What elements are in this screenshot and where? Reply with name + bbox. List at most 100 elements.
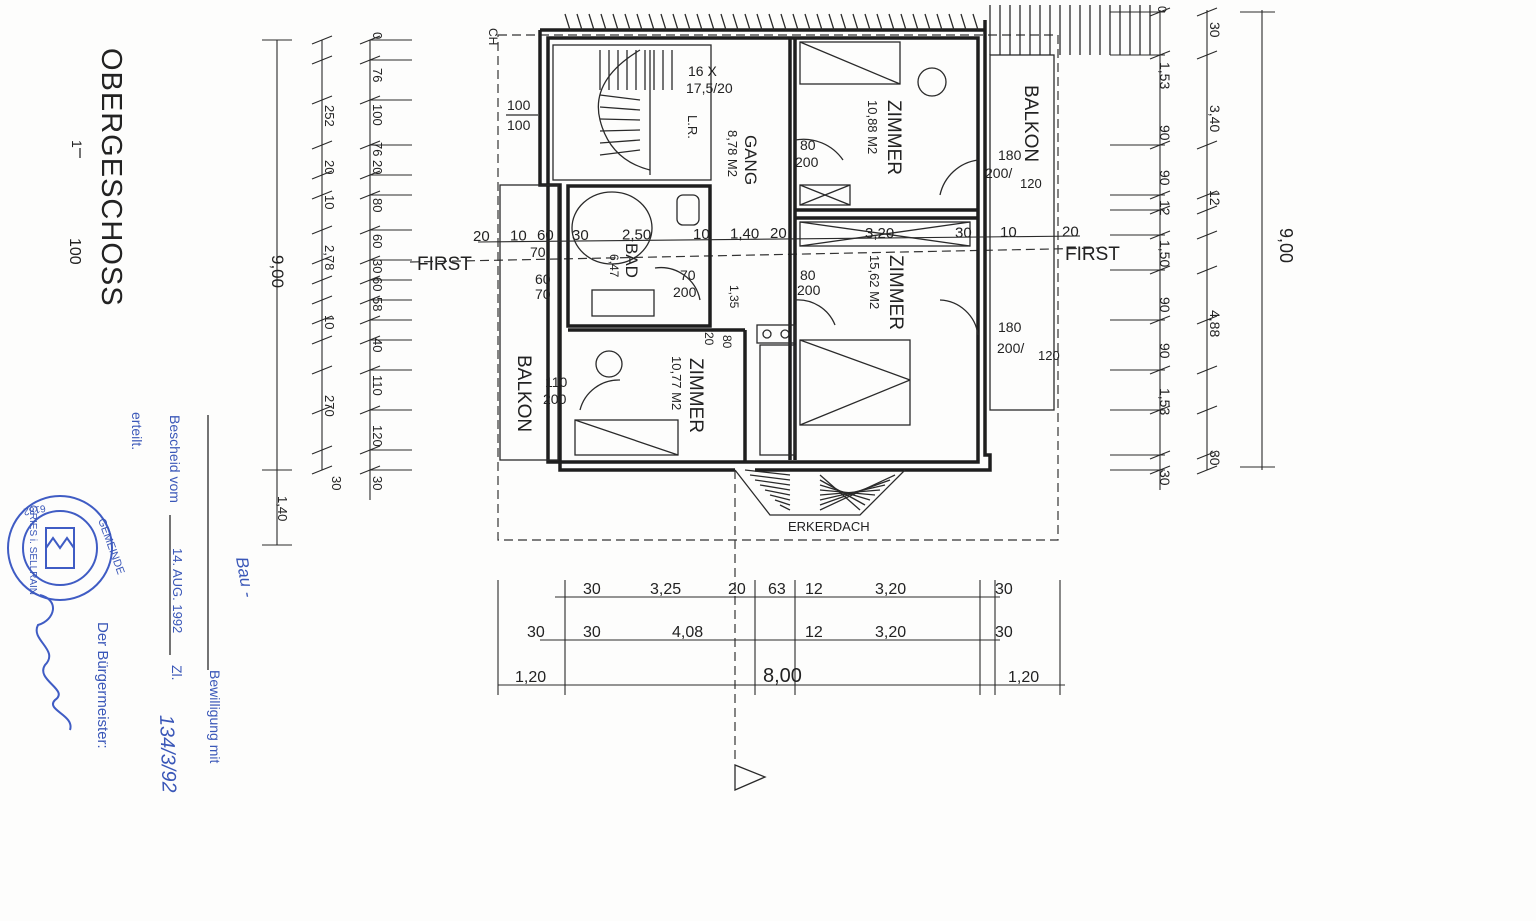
opening-200-b: 200/ [985,165,1012,181]
left-dim-b: 76 [370,68,385,82]
inner-wall [546,36,980,464]
opening-200-e: 200/ [997,340,1024,356]
mid-dim: 10 [693,226,710,243]
right-overall-dim: 9,00 [1276,228,1296,263]
left-overall-dim: 9,00 [268,255,287,288]
bay-roof [734,469,906,516]
opening-180-b: 180 [998,319,1022,335]
bottom-dim-row3: 8,00 [763,665,802,687]
mid-dim: 20 [770,225,787,242]
door-swing-1 [794,138,844,161]
left-dim-a: 10 [322,315,337,329]
wardrobe-1 [799,41,901,85]
opening-70-a: 70 [680,267,696,283]
opening-70-b: 70 [535,286,551,302]
left-dim-a: 20 [322,160,337,174]
toilet-icon [676,194,700,226]
zimmer2-label: ZIMMER [885,255,906,330]
plan-title: OBERGESCHOSS [95,48,127,307]
mid-dim: 30 [955,224,972,241]
opening-180-a: 180 [998,147,1022,163]
opening-200-d: 200 [797,282,821,298]
stamp-top-text: GEMEINDE [95,517,126,576]
left-dim-b: 58 [370,297,385,311]
stove-icon [756,324,796,344]
mid-dim: 30 [572,227,589,244]
opening-80-c: 80 [720,335,734,349]
door-swing-4 [654,266,701,301]
approval-line1-prefix: Bau - [232,555,258,599]
stamp-bottom-text: GRIES i. SELLRAIN [27,505,38,595]
left-dim-b: 60 [370,234,385,248]
bottom-dim-row3: 1,20 [515,669,546,686]
wardrobe-2 [799,339,911,426]
ch-label: CH [486,28,500,45]
bathtub-icon [571,191,653,265]
stair-dims: 17,5/20 [686,80,733,96]
left-dim-a: 270 [322,395,337,417]
bottom-dim-row1: 30 [995,581,1013,598]
first-axis-line [409,247,1101,263]
bad-label: BAD [622,243,641,278]
building-plan: CH [486,5,1151,791]
first-left-label: FIRST [417,254,472,275]
balcony-right [989,54,1055,411]
opening-200-a: 200 [795,154,819,170]
door-swing-5 [794,299,836,326]
approval-line3: erteilt. [129,412,145,450]
approval-number: 134/3/92 [155,714,180,793]
right-dim-a: 90 [1157,297,1173,313]
left-dim-b: 40 [370,338,385,352]
left-dim-b: 60 [370,277,385,291]
bottom-dim-row2: 30 [583,624,601,641]
right-dim-a: 90 [1157,125,1173,141]
right-dim-a: 90 [1157,343,1173,359]
bottom-dim-row2: 3,20 [875,624,906,641]
bottom-dim-row1: 12 [805,581,823,598]
mid-dim: 1,40 [730,226,759,243]
mid-dim: 3,20 [865,225,894,242]
right-dim-a: 30 [1157,470,1173,486]
opening-80-a: 80 [800,137,816,153]
stair-enclosure [552,44,712,181]
bottom-dim-row2: 30 [527,624,545,641]
bottom-dim-row3: 1,20 [1008,669,1039,686]
door-swing-2 [939,159,979,196]
zimmer3-label: ZIMMER [685,358,706,433]
zimmer2-area: 15,62 M2 [867,255,882,309]
right-dim-a: 90 [1157,170,1173,186]
bottom-dim-row2: 12 [805,624,823,641]
opening-120-b: 120 [1038,348,1060,363]
mid-dim: 20 [473,228,490,245]
wardrobe-3 [574,419,679,456]
bath-walls [566,184,712,328]
bottom-dim-row1: 20 [728,581,746,598]
mid-dim: 60 [537,227,554,244]
room-labels: 16 X 17,5/20 L.R. GANG 8,78 M2 ZIMMER 10… [513,63,1041,433]
left-dim-a: 252 [322,105,337,127]
approval-signatory: Der Bürgermeister: [94,622,111,749]
signature [35,594,72,731]
left-dim-b: 100 [370,104,385,126]
mid-dim: 2,50 [622,226,651,243]
approval-block: Bau - Bewilligung mit Bescheid vom 14. A… [7,412,258,793]
mid-dim: 20 [1062,224,1079,241]
right-dim-b: 30 [1207,22,1223,38]
door-swing-3 [939,299,979,336]
left-dim-a-end: 30 [329,476,344,490]
scale-numerator: 1 [69,140,85,148]
opening-100-a: 100 [507,97,531,113]
zimmer1-label: ZIMMER [883,100,904,175]
lr-label: L.R. [685,115,700,139]
roof-hatching [564,5,1151,55]
approval-zl: Zl. [169,665,185,681]
bottom-dim-row1: 63 [768,581,786,598]
left-dim-b: 80 [370,198,385,212]
stair-count: 16 X [688,63,717,79]
first-right-label: FIRST [1065,244,1120,265]
left-dim-b: 20 [370,160,385,174]
opening-100-b: 100 [507,117,531,133]
